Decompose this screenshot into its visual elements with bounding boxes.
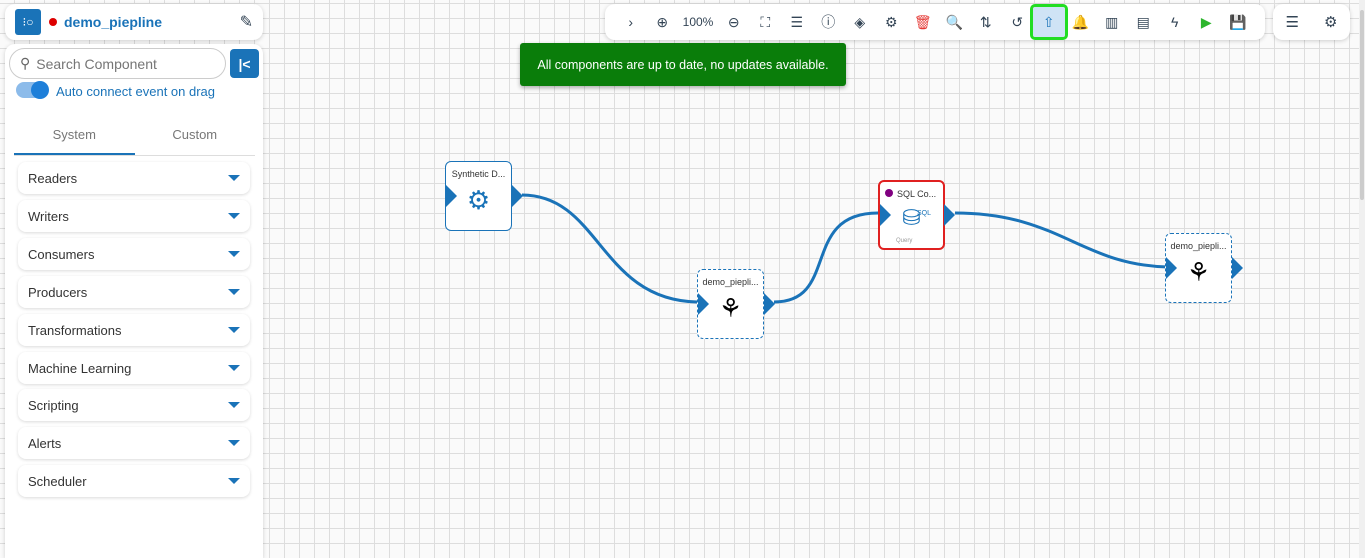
auto-connect-toggle[interactable] [16, 81, 49, 99]
category-scheduler[interactable]: Scheduler [18, 465, 250, 497]
component-panel: ⚲ |< Auto connect event on drag System C… [5, 44, 263, 558]
caret-down-icon [228, 213, 240, 219]
align-icon[interactable]: ☰ [790, 14, 804, 30]
zoom-level: 100% [682, 15, 714, 29]
status-dot [49, 18, 57, 26]
output-port[interactable] [764, 293, 775, 315]
caret-down-icon [228, 175, 240, 181]
category-transformations[interactable]: Transformations [18, 314, 250, 346]
category-label: Readers [28, 170, 78, 186]
search-input[interactable] [36, 55, 207, 72]
zoom-out-icon[interactable]: ⊖ [727, 14, 740, 30]
collapse-panel-button[interactable]: |< [230, 49, 259, 78]
category-label: Alerts [28, 435, 62, 451]
caret-down-icon [228, 289, 240, 295]
chart-icon[interactable]: ▥ [1105, 14, 1119, 30]
category-readers[interactable]: Readers [18, 162, 250, 194]
expand-chevron-icon[interactable]: › [628, 14, 634, 30]
toolbar: › ⊕ 100% ⊖ ⛶ ☰ ⓘ ◈ ⚙ 🗑 🔍 ⇅ ↺ ⇧ 🔔 ▥ ▤ ϟ ▶… [605, 4, 1265, 40]
input-port[interactable] [446, 185, 457, 207]
database-icon: ⛁ [902, 205, 921, 230]
category-alerts[interactable]: Alerts [18, 427, 250, 459]
pipeline-header: ⁝○ demo_piepline ✎ [5, 4, 263, 40]
search-box[interactable]: ⚲ [9, 48, 226, 79]
category-consumers[interactable]: Consumers [18, 238, 250, 270]
settings-gear-icon[interactable]: ⚙ [884, 14, 898, 30]
category-label: Scheduler [28, 473, 87, 489]
node-kafka-2[interactable]: demo_piepli... ⚘ [1165, 233, 1243, 303]
list-icon[interactable]: ☰ [1285, 14, 1299, 31]
output-port[interactable] [512, 185, 523, 207]
tab-custom[interactable]: Custom [172, 127, 218, 142]
search-document-icon[interactable]: 🔍 [945, 14, 963, 30]
caret-down-icon [228, 327, 240, 333]
input-port[interactable] [1166, 257, 1177, 279]
alert-bell-icon[interactable]: 🔔 [1071, 14, 1089, 30]
output-port[interactable] [1232, 257, 1243, 279]
status-dot [885, 189, 893, 197]
zoom-in-icon[interactable]: ⊕ [656, 14, 669, 30]
category-label: Consumers [28, 246, 95, 262]
kafka-icon: ⚘ [718, 293, 743, 323]
flash-icon[interactable]: ϟ [1171, 14, 1179, 30]
node-label: demo_piepli... [702, 277, 759, 287]
fullscreen-icon[interactable]: ⛶ [760, 14, 771, 30]
caret-down-icon [228, 365, 240, 371]
pipeline-logo-icon: ⁝○ [15, 9, 41, 35]
category-label: Producers [28, 284, 88, 300]
gear-code-icon: ⚙ [466, 185, 491, 215]
toast-notification: All components are up to date, no update… [520, 43, 846, 86]
node-sql-component[interactable]: SQL Co... SQL ⛁ Query [878, 180, 955, 250]
caret-down-icon [228, 440, 240, 446]
category-machine-learning[interactable]: Machine Learning [18, 352, 250, 384]
edge-kafka-to-sql [773, 211, 879, 304]
info-icon[interactable]: ⓘ [821, 14, 836, 30]
caret-down-icon [228, 402, 240, 408]
upgrade-components-icon[interactable]: ⇧ [1030, 4, 1068, 40]
category-label: Scripting [28, 397, 79, 413]
input-port[interactable] [880, 204, 891, 226]
toolbar-secondary: ☰ ⚙ [1273, 4, 1350, 40]
edge-synthetic-to-kafka [521, 193, 698, 304]
play-icon[interactable]: ▶ [1200, 14, 1212, 30]
caret-down-icon [228, 478, 240, 484]
delete-icon[interactable]: 🗑 [913, 14, 932, 30]
save-icon[interactable]: 💾 [1229, 14, 1247, 30]
caret-down-icon [228, 251, 240, 257]
node-kafka-1[interactable]: demo_piepli... ⚘ [697, 269, 775, 339]
swap-icon[interactable]: ⇅ [979, 14, 992, 30]
edge-sql-to-kafka [954, 211, 1169, 269]
node-sublabel: SQL [916, 210, 931, 217]
notes-icon[interactable]: ▤ [1136, 14, 1150, 30]
edit-pencil-icon[interactable]: ✎ [239, 14, 253, 31]
tab-system[interactable]: System [14, 116, 135, 155]
node-label: Synthetic D... [451, 169, 506, 179]
pipeline-title: demo_piepline [64, 14, 163, 30]
settings-icon[interactable]: ⚙ [1324, 14, 1338, 31]
canvas-scrollbar[interactable] [1359, 0, 1365, 558]
category-label: Transformations [28, 322, 122, 338]
kafka-icon: ⚘ [1186, 257, 1211, 287]
auto-connect-label: Auto connect event on drag [56, 84, 216, 99]
history-icon[interactable]: ↺ [1011, 14, 1024, 30]
node-caption: Query [896, 238, 913, 244]
category-label: Writers [28, 208, 69, 224]
layers-icon[interactable]: ◈ [854, 14, 866, 30]
node-label: demo_piepli... [1170, 241, 1227, 251]
category-producers[interactable]: Producers [18, 276, 250, 308]
category-scripting[interactable]: Scripting [18, 389, 250, 421]
category-label: Machine Learning [28, 360, 132, 376]
node-label: SQL Co... [897, 189, 937, 199]
search-icon: ⚲ [20, 55, 31, 71]
category-writers[interactable]: Writers [18, 200, 250, 232]
input-port[interactable] [698, 293, 709, 315]
output-port[interactable] [944, 204, 955, 226]
node-synthetic-data[interactable]: Synthetic D... ⚙ [445, 161, 523, 231]
